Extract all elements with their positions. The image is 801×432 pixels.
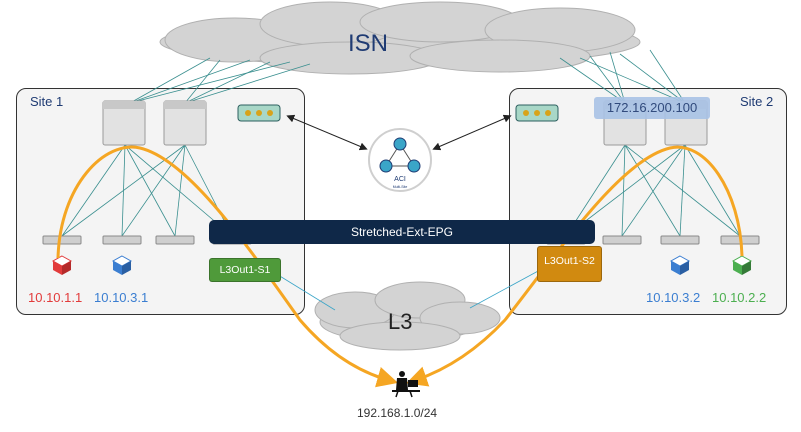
external-network-label: 192.168.1.0/24 bbox=[357, 406, 438, 420]
multisite-controller-icon: ACI Multi-Site bbox=[368, 128, 432, 192]
stretched-epg-bar: Stretched-Ext-EPG bbox=[209, 220, 595, 244]
isn-label: ISN bbox=[348, 30, 389, 57]
site2-tep-address: 172.16.200.100 bbox=[594, 97, 710, 119]
isn-cloud bbox=[159, 1, 641, 75]
endpoint-ip-10-10-1-1: 10.10.1.1 bbox=[28, 290, 83, 305]
endpoint-10-10-1-1 bbox=[51, 255, 73, 275]
site2-apic-icon bbox=[515, 104, 559, 122]
site1-fabric-links bbox=[61, 144, 233, 237]
external-host-icon bbox=[392, 371, 420, 398]
site1-spine-switches bbox=[102, 100, 207, 146]
endpoint-10-10-2-2 bbox=[731, 255, 753, 275]
msc-subtitle: Multi-Site bbox=[393, 185, 408, 189]
l3out-s1-badge: L3Out1-S1 bbox=[209, 258, 281, 282]
site1-label: Site 1 bbox=[30, 94, 64, 109]
msc-title: ACI bbox=[394, 176, 406, 183]
flow-site1 bbox=[56, 145, 399, 388]
endpoint-10-10-3-2 bbox=[669, 255, 691, 275]
apic-msc-arrow-right bbox=[432, 114, 512, 151]
endpoint-ip-10-10-3-1: 10.10.3.1 bbox=[94, 290, 149, 305]
endpoint-10-10-3-1 bbox=[111, 255, 133, 275]
l3out-s2-link bbox=[469, 269, 541, 309]
flow-site2 bbox=[406, 145, 744, 387]
isn-links bbox=[129, 49, 686, 104]
endpoint-ip-10-10-2-2: 10.10.2.2 bbox=[712, 290, 767, 305]
apic-msc-arrow-left bbox=[286, 114, 368, 151]
l3out-s2-badge: L3Out1-S2 bbox=[537, 246, 602, 282]
site1-apic-icon bbox=[237, 104, 281, 122]
endpoint-ip-10-10-3-2: 10.10.3.2 bbox=[646, 290, 701, 305]
site2-label: Site 2 bbox=[740, 94, 774, 109]
l3-cloud bbox=[314, 281, 501, 351]
l3-label: L3 bbox=[388, 309, 413, 334]
